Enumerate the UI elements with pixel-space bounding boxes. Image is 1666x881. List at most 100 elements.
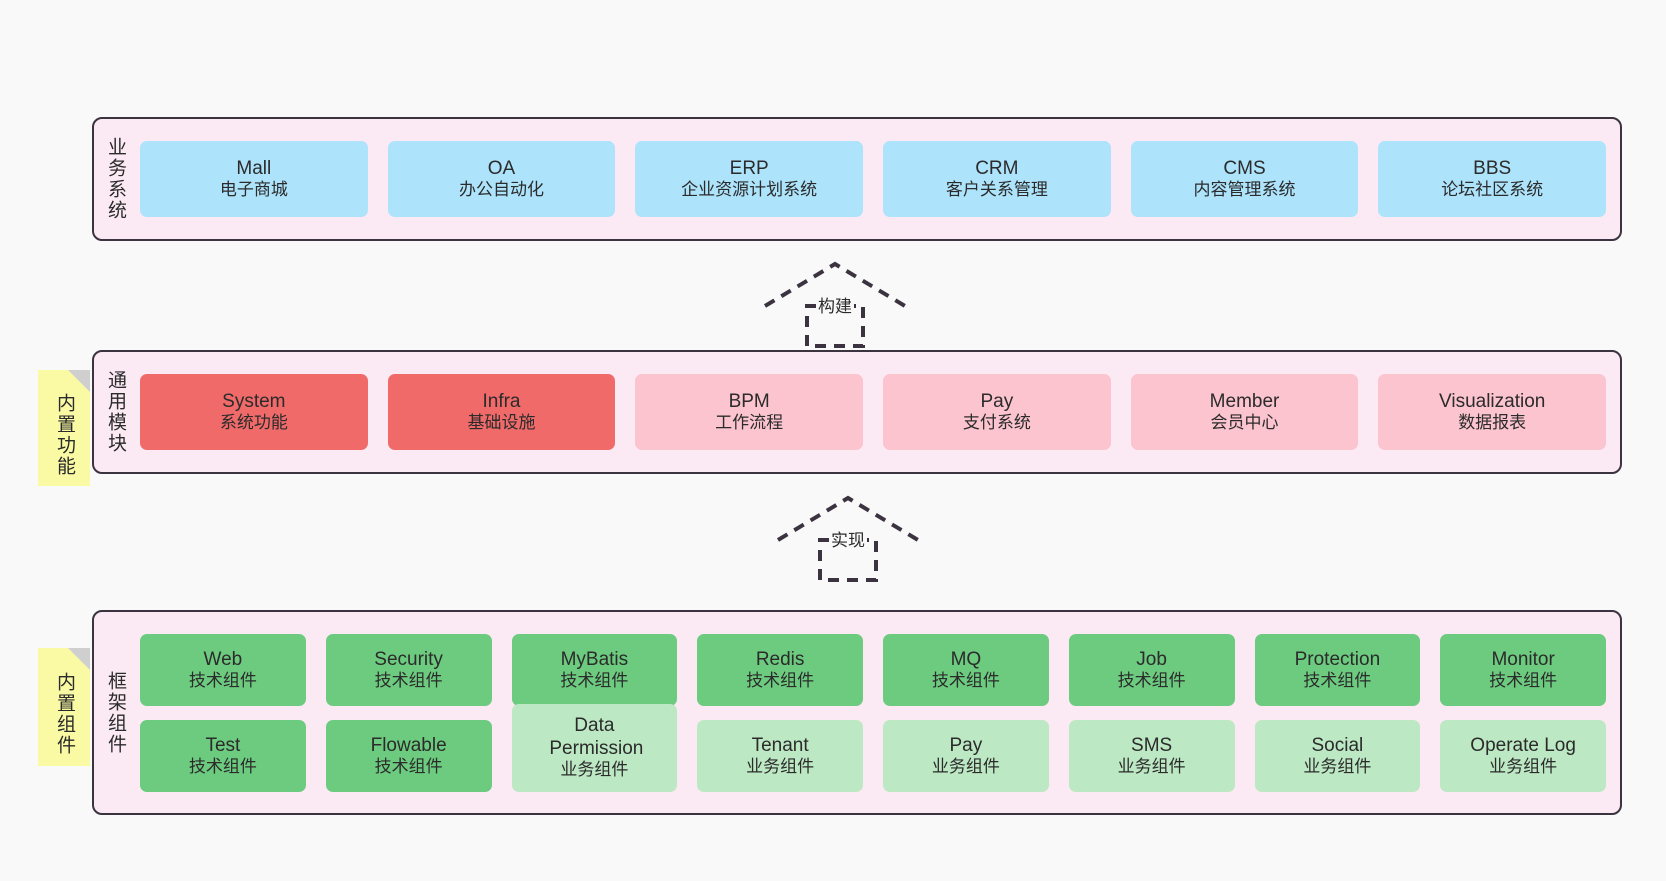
component-box-tenant-sub: 业务组件 (746, 756, 815, 776)
note-fold-corner-icon (68, 648, 90, 670)
module-box-bpm[interactable]: BPM 工作流程 (635, 374, 864, 450)
component-box-mq-sub: 技术组件 (931, 670, 1000, 690)
note-builtin-feature: 内置功能 (38, 370, 90, 486)
component-box-tenant[interactable]: Tenant 业务组件 (697, 719, 863, 792)
business-box-mall-sub: 电子商城 (219, 180, 288, 200)
module-box-visualization-name: Visualization (1439, 391, 1546, 413)
component-box-redis-sub: 技术组件 (746, 670, 815, 690)
framework-tech-row: Web 技术组件 Security 技术组件 MyBatis 技术组件 Redi… (140, 633, 1606, 706)
component-box-test[interactable]: Test 技术组件 (140, 719, 306, 792)
module-box-system-name: System (222, 391, 286, 413)
module-box-visualization[interactable]: Visualization 数据报表 (1378, 374, 1607, 450)
module-box-infra-sub: 基础设施 (467, 413, 536, 433)
layer-framework-components-title: 框架组件 (104, 670, 126, 755)
component-box-web-sub: 技术组件 (188, 670, 257, 690)
component-box-protection[interactable]: Protection 技术组件 (1254, 633, 1421, 706)
module-box-infra-name: Infra (482, 391, 521, 413)
component-box-mybatis[interactable]: MyBatis 技术组件 (511, 633, 678, 706)
business-box-cms-sub: 内容管理系统 (1193, 180, 1296, 200)
business-box-erp-sub: 企业资源计划系统 (681, 180, 818, 200)
component-box-pay-sub: 业务组件 (931, 756, 1000, 776)
business-box-oa[interactable]: OA 办公自动化 (387, 141, 616, 217)
module-box-pay[interactable]: Pay 支付系统 (883, 374, 1111, 450)
note-builtin-component-label: 内置组件 (53, 672, 75, 756)
component-box-redis[interactable]: Redis 技术组件 (697, 633, 863, 706)
business-box-cms-name: CMS (1223, 158, 1266, 180)
component-box-protection-name: Protection (1294, 648, 1381, 670)
layer-framework-components-body: Web 技术组件 Security 技术组件 MyBatis 技术组件 Redi… (136, 612, 1620, 813)
component-box-sms[interactable]: SMS 业务组件 (1068, 719, 1235, 792)
implement-arrowhead-icon (776, 495, 920, 542)
module-box-bpm-name: BPM (728, 391, 770, 413)
component-box-monitor-sub: 技术组件 (1489, 670, 1558, 690)
business-box-mall-name: Mall (236, 158, 272, 180)
component-box-social[interactable]: Social 业务组件 (1254, 719, 1421, 792)
layer-common-modules-title: 通用模块 (104, 370, 126, 454)
connector-implement: 实现 (773, 492, 923, 582)
component-box-security-name: Security (374, 648, 443, 670)
component-box-security-sub: 技术组件 (374, 670, 443, 690)
business-system-row: Mall 电子商城 OA 办公自动化 ERP 企业资源计划系统 CRM 客户关系… (140, 141, 1607, 217)
component-box-operate-log-name: Operate Log (1470, 734, 1576, 756)
framework-business-row: Test 技术组件 Flowable 技术组件 Data Permission … (140, 703, 1606, 792)
module-box-infra[interactable]: Infra 基础设施 (387, 374, 616, 450)
component-box-web[interactable]: Web 技术组件 (140, 633, 306, 706)
component-box-monitor-name: Monitor (1491, 648, 1555, 670)
module-box-member-sub: 会员中心 (1210, 413, 1279, 433)
component-box-security[interactable]: Security 技术组件 (325, 633, 492, 706)
note-builtin-component: 内置组件 (38, 648, 90, 766)
component-box-mq-name: MQ (950, 648, 982, 670)
component-box-social-sub: 业务组件 (1303, 756, 1372, 776)
component-box-operate-log[interactable]: Operate Log 业务组件 (1440, 719, 1606, 792)
business-box-crm[interactable]: CRM 客户关系管理 (883, 141, 1111, 217)
build-shaft-icon (805, 304, 865, 348)
build-arrowhead-icon (763, 261, 907, 308)
business-box-bbs-sub: 论坛社区系统 (1441, 180, 1544, 200)
module-box-pay-sub: 支付系统 (962, 413, 1031, 433)
component-box-tenant-name: Tenant (751, 734, 809, 756)
component-box-data-permission-name: Data Permission (549, 714, 644, 760)
component-box-job-name: Job (1136, 648, 1167, 670)
business-box-oa-sub: 办公自动化 (459, 180, 544, 200)
component-box-job-sub: 技术组件 (1117, 670, 1186, 690)
layer-business-system-title: 业务系统 (104, 137, 126, 221)
business-box-crm-name: CRM (975, 158, 1019, 180)
layer-common-modules-body: System 系统功能 Infra 基础设施 BPM 工作流程 Pay 支付系统… (136, 352, 1620, 472)
component-box-social-name: Social (1311, 734, 1364, 756)
layer-business-system-body: Mall 电子商城 OA 办公自动化 ERP 企业资源计划系统 CRM 客户关系… (136, 119, 1620, 239)
component-box-data-permission-sub: 业务组件 (560, 760, 629, 780)
connector-build: 构建 (760, 258, 910, 348)
component-box-mybatis-sub: 技术组件 (560, 670, 629, 690)
note-builtin-feature-label: 内置功能 (53, 393, 75, 477)
component-box-sms-name: SMS (1131, 734, 1173, 756)
component-box-protection-sub: 技术组件 (1303, 670, 1372, 690)
implement-shaft-icon (818, 538, 878, 582)
module-box-pay-name: Pay (980, 391, 1014, 413)
module-box-member[interactable]: Member 会员中心 (1130, 374, 1359, 450)
component-box-pay[interactable]: Pay 业务组件 (883, 719, 1049, 792)
business-box-mall[interactable]: Mall 电子商城 (140, 141, 368, 217)
layer-business-system: 业务系统 Mall 电子商城 OA 办公自动化 ERP 企业资源计划系统 CRM… (92, 117, 1622, 241)
component-box-data-permission[interactable]: Data Permission 业务组件 (511, 703, 678, 792)
component-box-web-name: Web (203, 648, 243, 670)
business-box-bbs-name: BBS (1473, 158, 1512, 180)
module-box-system[interactable]: System 系统功能 (140, 374, 368, 450)
business-box-cms[interactable]: CMS 内容管理系统 (1130, 141, 1359, 217)
module-box-system-sub: 系统功能 (219, 413, 288, 433)
component-box-monitor[interactable]: Monitor 技术组件 (1440, 633, 1606, 706)
common-modules-row: System 系统功能 Infra 基础设施 BPM 工作流程 Pay 支付系统… (140, 374, 1607, 450)
component-box-mq[interactable]: MQ 技术组件 (883, 633, 1049, 706)
component-box-flowable-name: Flowable (370, 734, 447, 756)
business-box-bbs[interactable]: BBS 论坛社区系统 (1378, 141, 1607, 217)
note-fold-corner-icon (68, 370, 90, 392)
component-box-sms-sub: 业务组件 (1117, 756, 1186, 776)
component-box-flowable-sub: 技术组件 (374, 756, 443, 776)
business-box-erp[interactable]: ERP 企业资源计划系统 (635, 141, 864, 217)
module-box-bpm-sub: 工作流程 (715, 413, 784, 433)
business-box-crm-sub: 客户关系管理 (945, 180, 1048, 200)
component-box-redis-name: Redis (755, 648, 805, 670)
component-box-pay-name: Pay (949, 734, 983, 756)
component-box-flowable[interactable]: Flowable 技术组件 (325, 719, 492, 792)
component-box-job[interactable]: Job 技术组件 (1068, 633, 1235, 706)
